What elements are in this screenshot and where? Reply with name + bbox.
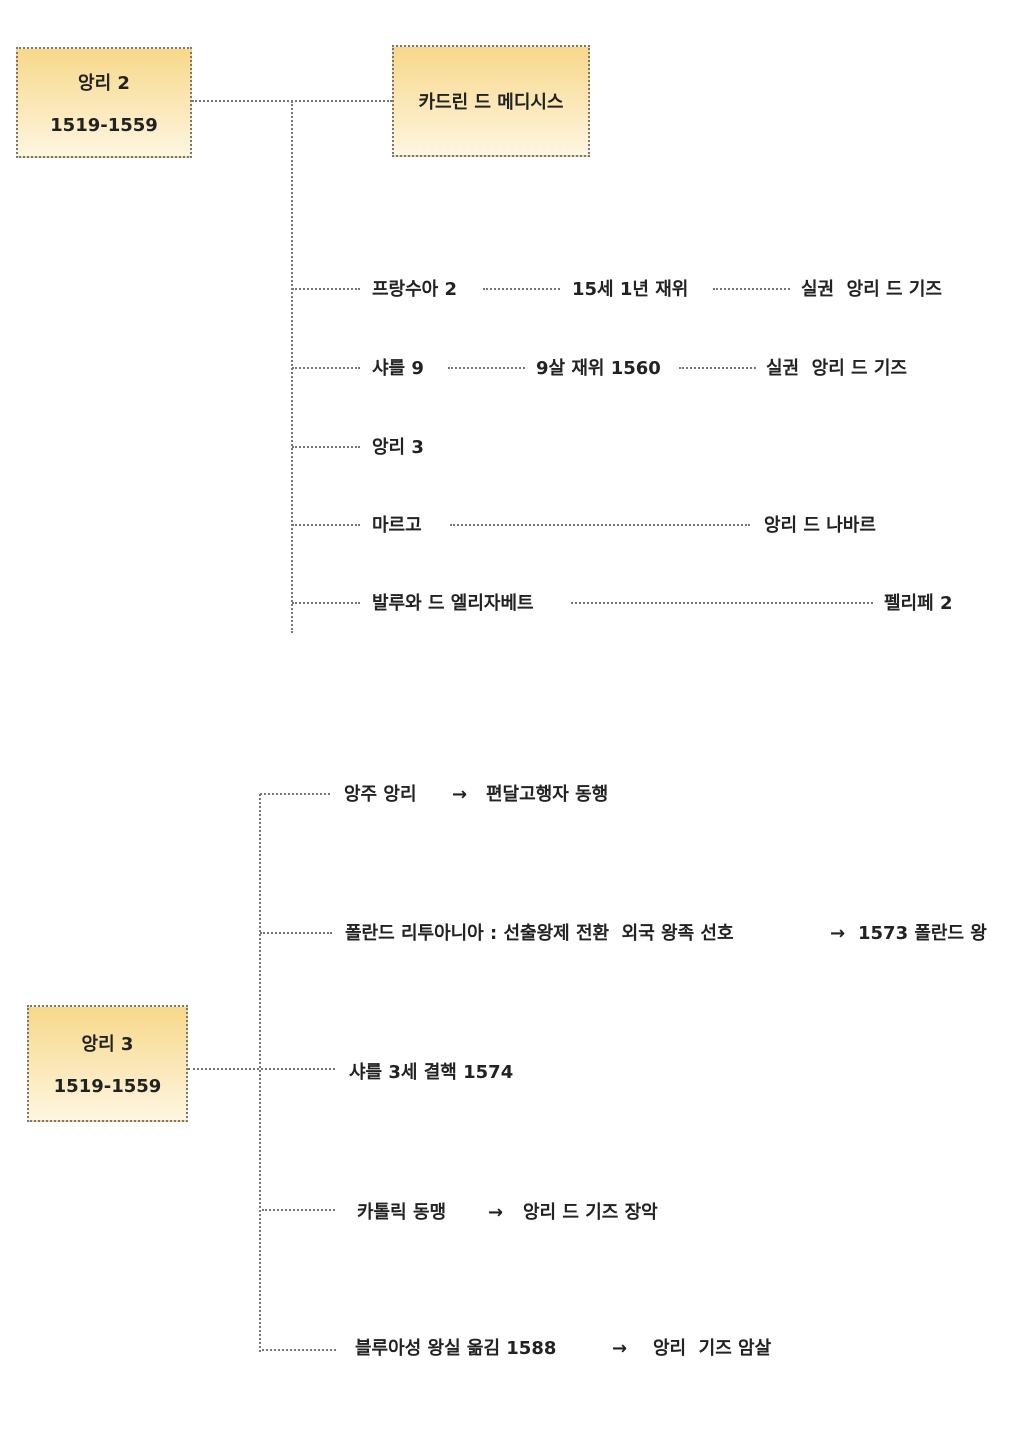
connector-line [571, 602, 873, 604]
event-text: 카톨릭 동맹 [357, 1202, 447, 1223]
arrow-icon: → [830, 923, 846, 944]
events-trunk-line [259, 794, 261, 1352]
branch-line [292, 446, 360, 448]
child-name: 프랑수아 2 [372, 279, 458, 300]
child-name: 샤를 9 [372, 358, 424, 379]
root-name: 앙리 3 [81, 1034, 134, 1055]
arrow-icon: → [452, 784, 468, 805]
event-result: 앙리 기즈 암살 [653, 1338, 772, 1359]
root-name: 앙리 2 [78, 73, 130, 94]
child-name: 발루와 드 엘리자베트 [372, 593, 534, 614]
connector-line [450, 524, 750, 526]
connector-line [679, 367, 756, 369]
child-name: 앙리 3 [372, 437, 424, 458]
root-years: 1519-1559 [53, 1076, 162, 1097]
root-box-henri-3: 앙리 3 1519-1559 [27, 1005, 188, 1122]
child-note: 9살 재위 1560 [536, 358, 661, 379]
event-text: 폴란드 리투아니아 : 선출왕제 전환 외국 왕족 선호 [345, 923, 734, 944]
child-note: 실권 앙리 드 기즈 [766, 358, 907, 379]
event-result: 편달고행자 동행 [486, 784, 609, 805]
root-box-henri-2: 앙리 2 1519-1559 [16, 47, 192, 158]
child-note: 실권 앙리 드 기즈 [801, 279, 942, 300]
branch-line [262, 1209, 335, 1211]
branch-line [292, 367, 360, 369]
branch-line [260, 793, 330, 795]
branch-line [262, 1349, 336, 1351]
connector-line [713, 288, 790, 290]
arrow-icon: → [612, 1338, 628, 1359]
child-note: 15세 1년 재위 [572, 279, 689, 300]
connector-line [483, 288, 560, 290]
event-text: 블루아성 왕실 옮김 1588 [355, 1338, 557, 1359]
child-note: 펠리페 2 [884, 593, 953, 614]
spouse-name: 카드린 드 메디시스 [418, 92, 564, 113]
root-years: 1519-1559 [50, 115, 158, 136]
child-note: 앙리 드 나바르 [764, 515, 876, 536]
event-result: 1573 폴란드 왕 [858, 923, 987, 944]
root-connector-line [188, 1068, 335, 1070]
spouse-box: 카드린 드 메디시스 [392, 45, 590, 157]
event-result: 앙리 드 기즈 장악 [523, 1202, 658, 1223]
branch-line [292, 288, 360, 290]
branch-line [292, 602, 360, 604]
child-name: 마르고 [372, 515, 422, 536]
branch-line [260, 932, 332, 934]
event-text: 샤를 3세 결핵 1574 [349, 1062, 514, 1083]
event-text: 앙주 앙리 [344, 784, 417, 805]
branch-line [292, 524, 360, 526]
connector-line [448, 367, 525, 369]
arrow-icon: → [488, 1202, 504, 1223]
